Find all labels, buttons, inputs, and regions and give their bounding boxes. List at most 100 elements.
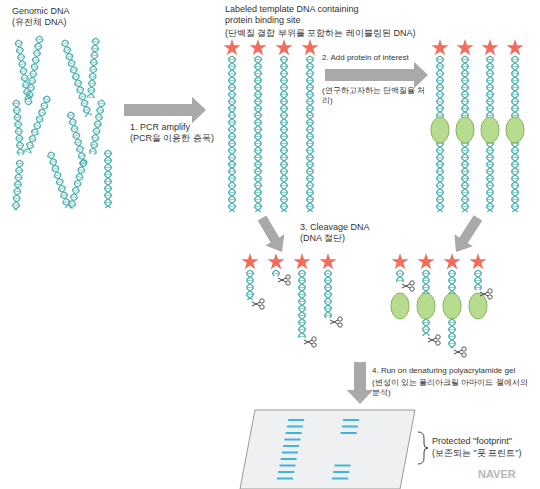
label-star [417,253,434,269]
label-star [391,253,408,269]
gel-band [334,465,350,467]
dna-helix [13,160,24,210]
label-star [431,39,448,55]
process-arrow [325,62,428,88]
dna-helix [397,270,404,282]
dna-helix [299,270,306,338]
gel-band [283,445,299,447]
dna-helix [247,270,254,300]
step-label: 2. Add protein of interest [322,53,409,63]
annotation: (보존되는 "풋 프린트") [432,448,536,459]
scissors-icon [330,317,342,327]
scissors-icon [278,275,290,285]
protein [417,293,435,319]
dna-helix [87,38,99,98]
label-star [223,39,240,55]
dna-helix [13,100,24,155]
gel-band [278,471,294,473]
watermark: NAVER [478,468,516,481]
dna-helix [25,36,43,105]
gel-slab [240,410,415,489]
gel-band [284,439,300,441]
protein-bound-dna [431,39,524,212]
dna-helix [105,150,112,208]
label-star [249,39,266,55]
dna-helix [62,40,92,117]
cleaved-protein-dna [391,253,492,357]
bracket [418,432,428,464]
dna-helix [273,270,280,276]
protein [443,293,461,319]
label-star [267,253,284,269]
step-label: (PCR을 이용한 증폭) [130,133,214,144]
label-star [506,39,523,55]
step-label: (연구하고자하는 단백질을 처리) [322,86,434,105]
dna-helix [255,56,262,212]
dna-helix [69,160,87,209]
scissors-icon [402,281,414,291]
dna-helix [89,100,104,154]
step-label: 3. Cleavage DNA [300,222,370,233]
gel-band [281,458,297,460]
label-star [275,39,292,55]
gel-band [279,465,295,467]
gel-band [287,426,303,428]
label-star [456,39,473,55]
scissors-icon [304,337,316,347]
gel-band [277,478,293,480]
caption-text: (유전체 DNA) [12,17,67,28]
dna-helix [229,56,236,212]
arrows [124,62,482,404]
template-dna [223,39,318,212]
step-label: (변성이 있는 폴리아크릴 아마이드 젤에서의 분석) [372,378,534,397]
step-label: 4. Run on denaturing polyacrylamide gel [372,366,534,376]
protein [456,117,474,143]
protein [469,293,487,319]
gel-band [342,426,358,428]
process-arrow [124,97,206,123]
gel [240,410,415,489]
label-star [293,253,310,269]
step-label: (DNA 절단) [300,233,345,244]
dna-helix [307,56,314,212]
label-star [301,39,318,55]
process-arrow [454,215,482,252]
scissors-icon [480,289,492,299]
protein [391,293,409,319]
dna-helix [48,152,71,208]
gel-band [282,452,298,454]
annotation: Protected "footprint" [432,436,536,447]
caption-text: (단백질 결합 부위를 포함하는 레이블링된 DNA) [225,28,416,39]
caption-text: Genomic DNA [12,6,70,17]
genomic-dna [13,36,112,210]
process-arrow [347,362,373,404]
label-star [443,253,460,269]
cleaved-dna [241,253,342,347]
label-star [481,39,498,55]
dna-helix [281,56,288,212]
label-star [469,253,486,269]
protein [431,117,449,143]
scissors-icon [252,299,264,309]
dna-helix [24,96,50,154]
dna-helix [68,112,87,166]
protein [481,117,499,143]
scissors-icon [454,347,466,357]
gel-band [343,419,359,421]
process-arrow [258,215,285,252]
label-star [241,253,258,269]
caption-text: Labeled template DNA containing protein … [225,4,359,26]
protein [506,117,524,143]
step-label: 1. PCR amplify [130,122,190,133]
dna-helix [475,270,482,290]
scissors-icon [428,335,440,345]
label-star [319,253,336,269]
gel-band [288,419,304,421]
gel-band [333,471,349,473]
gel-band [332,478,348,480]
gel-band [341,432,357,434]
gel-band [286,432,302,434]
dna-helix [325,270,332,318]
